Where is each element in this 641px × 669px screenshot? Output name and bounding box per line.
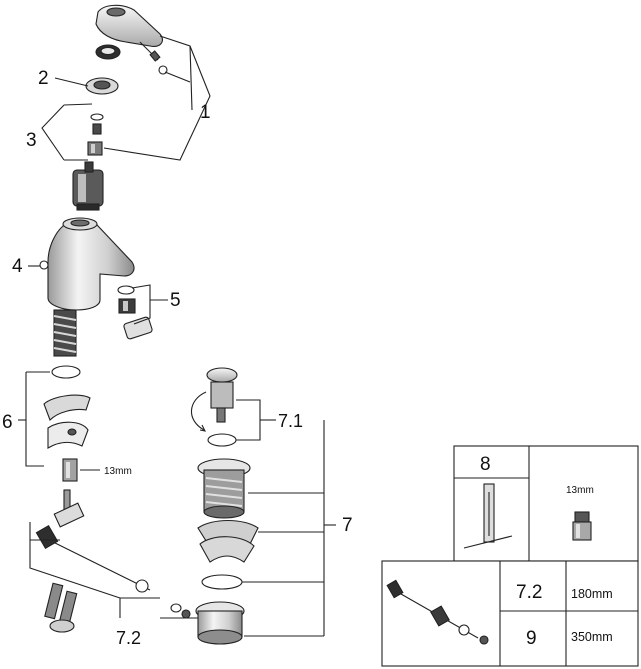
tool-number: 8: [480, 454, 491, 475]
waste-fixing: [197, 520, 259, 563]
callout-7: 7: [342, 515, 353, 536]
threaded-stud: [53, 309, 77, 357]
tool-wrench-size: 13mm: [566, 485, 594, 496]
leader-lines: [18, 35, 336, 637]
rod-code-row-2: 9: [526, 628, 537, 649]
callout-7-1: 7.1: [278, 411, 303, 431]
waste-body: [197, 458, 251, 519]
ring-2: [85, 77, 119, 95]
nut-key-icon: [572, 511, 592, 541]
pop-up-rod-icon: [386, 579, 489, 645]
o-ring-small: [90, 113, 104, 121]
cartridge: [72, 161, 104, 211]
cover-disc: [95, 44, 121, 60]
screw-3: [92, 123, 102, 135]
fixing-set: [43, 365, 91, 482]
service-key-icon: [463, 483, 513, 549]
flex-hoses: [44, 582, 78, 633]
waste-gasket: [201, 574, 243, 590]
wrench-size-note: 13mm: [104, 466, 132, 477]
callout-6: 6: [2, 412, 13, 433]
aerator: [117, 285, 153, 340]
lever-handle: [95, 4, 163, 47]
callout-5: 5: [170, 290, 181, 311]
tool-box: 8 13mm: [453, 445, 639, 562]
callout-2: 2: [38, 68, 49, 89]
pop-up-plug: [190, 367, 238, 447]
pop-up-rod-linkage: [35, 489, 191, 619]
rod-length-row-1: 180mm: [571, 587, 613, 601]
rod-length-table: 7.2 180mm 9 350mm: [381, 560, 639, 667]
rod-length-row-2: 350mm: [571, 630, 613, 644]
nut-3: [87, 141, 103, 156]
callout-4: 4: [12, 256, 23, 277]
callout-7-2: 7.2: [116, 628, 141, 648]
faucet-body: [39, 217, 135, 311]
callout-1: 1: [200, 102, 211, 123]
waste-tail: [195, 601, 245, 645]
handle-set-screw: [139, 41, 168, 75]
callout-3: 3: [26, 130, 37, 151]
rod-code-row-1: 7.2: [516, 582, 542, 603]
